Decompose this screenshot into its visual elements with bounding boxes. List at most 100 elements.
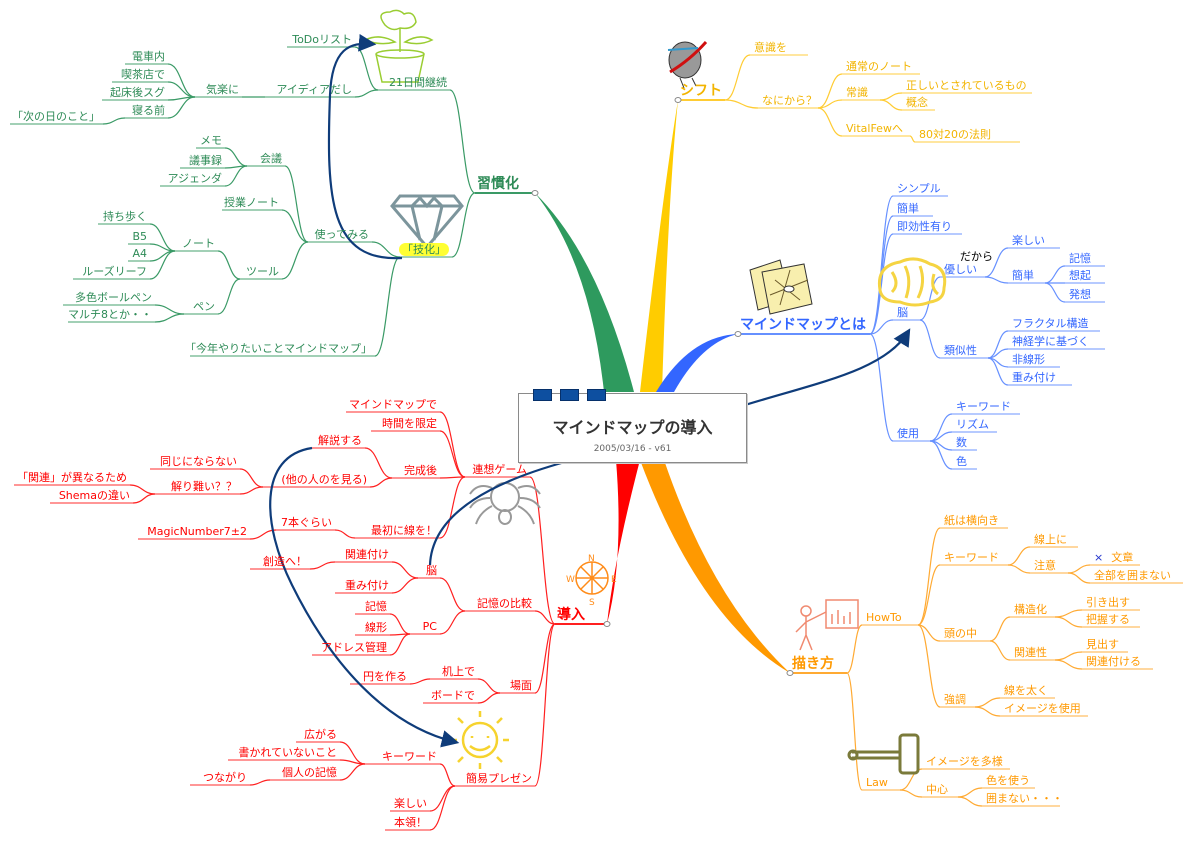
subtopic[interactable]: HowTo [866,611,902,624]
subtopic[interactable]: 通常のノート [846,60,912,73]
subtopic[interactable]: 円を作る [363,670,407,683]
subtopic[interactable]: マルチ8とか・・ [68,308,152,321]
subtopic[interactable]: 囲まない・・・ [986,792,1063,805]
relationship-arrow[interactable] [744,328,911,407]
subtopic[interactable]: キーワード [956,400,1011,413]
subtopic[interactable]: 個人の記憶 [282,766,337,779]
main-topic[interactable]: 描き方 [792,656,834,672]
subtopic[interactable]: 関連付け [345,548,389,561]
subtopic[interactable]: 記憶の比較 [477,597,532,610]
subtopic[interactable]: 机上で [442,665,475,678]
subtopic[interactable]: 喫茶店で [121,68,165,81]
subtopic[interactable]: ボードで [431,689,475,702]
subtopic[interactable]: B5 [132,230,147,243]
subtopic[interactable]: フラクタル構造 [1012,317,1089,330]
subtopic[interactable]: 非線形 [1012,353,1045,366]
subtopic[interactable]: 電車内 [132,50,165,63]
subtopic[interactable]: 簡易プレゼン [466,772,532,785]
subtopic[interactable]: 「次の日のこと」 [12,110,100,123]
subtopic[interactable]: 授業ノート [224,196,279,209]
subtopic[interactable]: メモ [200,134,222,147]
subtopic[interactable]: 80対20の法則 [919,128,991,141]
subtopic[interactable]: 議事録 [189,154,222,167]
subtopic[interactable]: 連想ゲーム [472,463,527,476]
subtopic[interactable]: 多色ボールペン [75,291,152,304]
collapse-handle[interactable] [603,621,611,627]
subtopic[interactable]: 「技化」 [399,243,449,256]
subtopic[interactable]: 時間を限定 [382,417,437,430]
subtopic[interactable]: イメージを使用 [1004,702,1081,715]
subtopic[interactable]: 線形 [365,621,387,634]
subtopic[interactable]: 使用 [897,427,919,440]
subtopic[interactable]: 簡単 [1012,269,1034,282]
subtopic[interactable]: 創造へ！ [263,555,307,568]
subtopic[interactable]: 頭の中 [944,627,977,640]
subtopic[interactable]: 色 [956,455,967,468]
relationship-arrow[interactable] [428,460,566,566]
subtopic[interactable]: 見出す [1086,638,1119,651]
subtopic[interactable]: 記憶 [365,600,387,613]
subtopic[interactable]: ルーズリーフ [82,265,147,278]
subtopic[interactable]: リズム [956,418,989,431]
subtopic[interactable]: 概念 [906,96,928,109]
subtopic[interactable]: 広がる [304,728,337,741]
subtopic[interactable]: 楽しい [1012,234,1045,247]
collapse-handle[interactable] [786,670,794,676]
subtopic[interactable]: 優しい [944,263,977,276]
subtopic[interactable]: 数 [956,436,967,449]
subtopic[interactable]: 7本ぐらい [281,516,332,529]
subtopic[interactable]: 関連付ける [1086,655,1141,668]
subtopic[interactable]: 会議 [260,152,282,165]
subtopic[interactable]: 紙は横向き [944,514,999,527]
subtopic[interactable]: A4 [132,247,147,260]
subtopic[interactable]: つながり [203,771,247,784]
collapse-handle[interactable] [674,97,682,103]
subtopic[interactable]: 色を使う [986,774,1030,787]
central-topic[interactable]: マインドマップの導入 2005/03/16 - v61 [518,389,747,463]
relationship-arrow[interactable] [269,446,460,748]
subtopic[interactable]: 気楽に [206,83,239,96]
main-topic[interactable]: 導入 [557,607,585,623]
main-topic[interactable]: シフト [680,83,722,99]
subtopic[interactable]: キーワード [382,750,437,763]
subtopic[interactable]: ペン [193,300,215,313]
subtopic[interactable]: 「関連」が異なるため [17,471,127,484]
subtopic[interactable]: 重み付け [345,579,389,592]
collapse-handle[interactable] [734,331,742,337]
subtopic[interactable]: PC [423,620,437,633]
subtopic[interactable]: なにから？ [762,94,817,107]
subtopic[interactable]: ToDoリスト [292,33,352,46]
subtopic[interactable]: 構造化 [1014,603,1047,616]
subtopic[interactable]: 解説する [318,434,362,447]
subtopic[interactable]: 強調 [944,693,966,706]
subtopic[interactable]: 解り難い？？ [171,480,237,493]
subtopic[interactable]: 常識 [846,86,868,99]
subtopic[interactable]: イメージを多様 [926,755,1003,768]
subtopic[interactable]: 脳 [426,564,437,577]
subtopic[interactable]: アドレス管理 [321,641,387,654]
subtopic[interactable]: ×文章 [1094,551,1133,564]
subtopic[interactable]: 同じにならない [160,455,237,468]
subtopic[interactable]: 「今年やりたいことマインドマップ」 [185,342,372,355]
subtopic[interactable]: 注意 [1034,559,1056,572]
subtopic[interactable]: 把握する [1086,613,1130,626]
subtopic[interactable]: 正しいとされているもの [906,79,1027,92]
subtopic[interactable]: Law [866,776,888,789]
subtopic[interactable]: シンプル [897,182,941,195]
subtopic[interactable]: MagicNumber7±2 [147,525,247,538]
subtopic[interactable]: マインドマップで [349,398,437,411]
main-topic[interactable]: 習慣化 [477,176,519,192]
subtopic[interactable]: 楽しい [394,797,427,810]
subtopic[interactable]: 即効性有り [897,220,952,233]
subtopic[interactable]: 神経学に基づく [1012,335,1089,348]
subtopic[interactable]: 21日間継続 [389,76,447,89]
subtopic[interactable]: VitalFewへ [846,122,903,135]
subtopic[interactable]: 線上に [1034,533,1067,546]
subtopic[interactable]: 最初に線を！ [371,524,437,537]
subtopic[interactable]: 発想 [1069,288,1091,301]
subtopic[interactable]: キーワード [944,551,999,564]
subtopic[interactable]: (他の人のを見る) [281,473,367,486]
subtopic[interactable]: 類似性 [944,344,977,357]
subtopic[interactable]: 完成後 [404,464,437,477]
subtopic[interactable]: ツール [246,265,279,278]
